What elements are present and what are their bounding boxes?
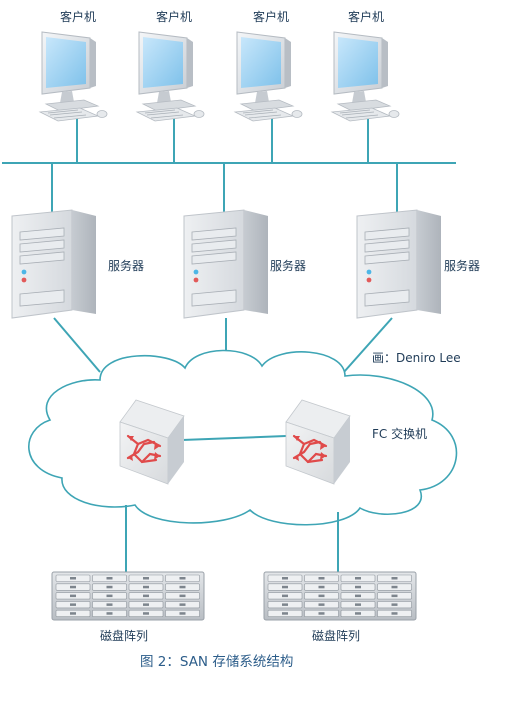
server-label-3: 服务器 <box>444 258 480 273</box>
disk-bay-handle <box>355 612 361 615</box>
disk-array-2 <box>263 571 417 621</box>
disk-bay-handle <box>391 603 398 606</box>
disk-bay-handle <box>318 612 325 615</box>
server-san-link-1 <box>53 317 101 373</box>
server-tower-2 <box>183 209 269 319</box>
disk-bay-handle <box>106 577 113 580</box>
disk-bay-handle <box>391 585 398 589</box>
disk-bay-handle <box>106 594 113 598</box>
disk-bay-handle <box>282 603 288 606</box>
disk-bay-handle <box>106 585 113 589</box>
server-label-2: 服务器 <box>270 258 306 273</box>
disk-bay-handle <box>282 594 288 598</box>
disk-bay-handle <box>391 577 398 580</box>
disk-bay-handle <box>143 612 149 615</box>
server-san-link-3 <box>343 317 393 373</box>
disk-bay-handle <box>179 577 186 580</box>
disk-bay-handle <box>70 577 76 580</box>
disk-bay-handle <box>143 603 149 606</box>
disk-bay-handle <box>355 594 361 598</box>
disk-bay-handle <box>355 577 361 580</box>
client-computer-1 <box>39 31 108 122</box>
disk-bay-handle <box>143 577 149 580</box>
disk-bay-handle <box>391 594 398 598</box>
disk-bay-handle <box>391 612 398 615</box>
disk-bay-handle <box>70 585 76 589</box>
disk-bay-handle <box>318 585 325 589</box>
disk-bay-handle <box>318 594 325 598</box>
figure-caption: 图 2：SAN 存储系统结构 <box>140 654 293 670</box>
disk-bay-handle <box>70 603 76 606</box>
fc-switch-label: FC 交换机 <box>372 426 427 441</box>
disk-bay-handle <box>106 603 113 606</box>
disk-bay-handle <box>179 612 186 615</box>
client-label-4: 客户机 <box>348 9 384 24</box>
disk-bay-handle <box>355 585 361 589</box>
disk-array-label-1: 磁盘阵列 <box>100 628 148 643</box>
disk-bay-handle <box>282 612 288 615</box>
client-computer-3 <box>234 31 303 122</box>
disk-bay-handle <box>318 603 325 606</box>
author-credit: 画：Deniro Lee <box>372 351 461 365</box>
disk-bay-handle <box>143 585 149 589</box>
disk-bay-handle <box>282 585 288 589</box>
server-tower-3 <box>356 209 442 319</box>
server-label-1: 服务器 <box>108 258 144 273</box>
disk-bay-handle <box>282 577 288 580</box>
disk-bay-handle <box>355 603 361 606</box>
disk-bay-handle <box>70 594 76 598</box>
client-label-1: 客户机 <box>60 9 96 24</box>
client-computer-2 <box>136 31 205 122</box>
switch-interlink <box>181 435 287 441</box>
disk-bay-handle <box>179 585 186 589</box>
disk-bay-handle <box>70 612 76 615</box>
disk-bay-handle <box>106 612 113 615</box>
server-tower-1 <box>11 209 97 319</box>
disk-bay-handle <box>143 594 149 598</box>
client-label-3: 客户机 <box>253 9 289 24</box>
disk-array-label-2: 磁盘阵列 <box>312 628 360 643</box>
disk-array-1 <box>51 571 205 621</box>
client-computer-4 <box>331 31 400 122</box>
disk-bay-handle <box>318 577 325 580</box>
disk-bay-handle <box>179 594 186 598</box>
disk-bay-handle <box>179 603 186 606</box>
client-label-2: 客户机 <box>156 9 192 24</box>
